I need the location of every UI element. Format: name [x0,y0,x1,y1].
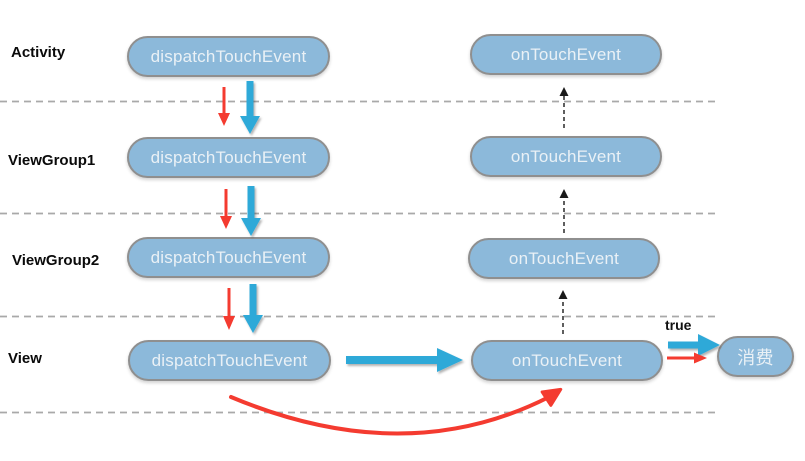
row-label-viewgroup2: ViewGroup2 [12,252,100,269]
up-dashed-arrowhead-3 [558,290,568,299]
on-touch-event-pill-view: onTouchEvent [471,340,663,381]
on-touch-event-pill-activity: onTouchEvent [470,34,662,75]
dispatch-touch-event-pill-activity: dispatchTouchEvent [127,36,330,77]
row-label-activity: Activity [11,44,66,61]
dispatch-to-ontouch-arrowhead [437,348,463,372]
true-red-arrowhead [694,352,707,364]
red-return-curve-arrowhead [540,387,563,407]
consume-pill: 消费 [717,336,794,377]
blue-down-arrowhead-3 [243,315,263,333]
row-label-view: View [8,350,42,367]
red-down-arrowhead-2 [220,216,232,229]
true-return-label: true [665,317,692,333]
up-dashed-arrowhead-2 [559,189,569,198]
blue-down-arrowhead-1 [240,116,260,134]
red-down-arrowhead-3 [223,316,235,330]
on-touch-event-pill-viewgroup2: onTouchEvent [468,238,660,279]
dispatch-touch-event-pill-viewgroup1: dispatchTouchEvent [127,137,330,178]
red-down-arrowhead-1 [218,113,230,126]
on-touch-event-pill-viewgroup1: onTouchEvent [470,136,662,177]
dispatch-touch-event-pill-view: dispatchTouchEvent [128,340,331,381]
up-dashed-arrowhead-1 [559,87,569,96]
dispatch-touch-event-pill-viewgroup2: dispatchTouchEvent [127,237,330,278]
blue-down-arrowhead-2 [241,218,261,236]
row-label-viewgroup1: ViewGroup1 [8,152,96,169]
red-return-curve [229,395,551,436]
